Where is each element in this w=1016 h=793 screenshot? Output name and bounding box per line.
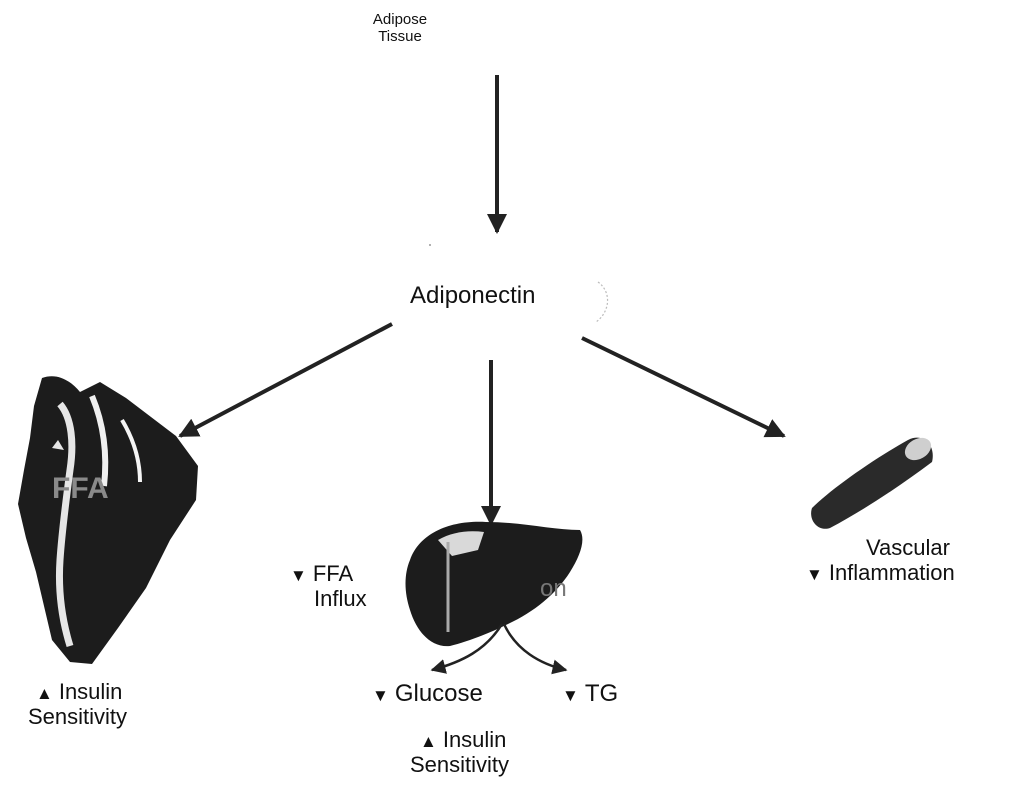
influx-text: Influx (314, 586, 367, 611)
muscle-insulin-sensitivity: ▲Insulin Sensitivity (36, 680, 127, 729)
adipose-tissue-label: Adipose Tissue (340, 12, 460, 46)
increase-arrow-icon: ▲ (36, 684, 53, 703)
liver-insulin-sensitivity: ▲Insulin Sensitivity (420, 728, 509, 777)
adipose-line2: Tissue (340, 29, 460, 46)
adiponectin-text: Adiponectin (410, 282, 535, 309)
increase-arrow-icon: ▲ (420, 732, 437, 751)
adiponectin-label: Adiponectin (410, 283, 535, 310)
arrow-liver-to-tg (504, 624, 566, 670)
glucose-label: ▼ Glucose (372, 681, 483, 708)
arrow-adiponectin-to-vessel (582, 338, 784, 436)
tg-label: ▼ TG (562, 681, 618, 708)
muscle-icon: FFA (18, 376, 198, 664)
muscle-insulin-text: Insulin (59, 679, 123, 704)
svg-text:FFA: FFA (52, 472, 109, 505)
decrease-arrow-icon: ▼ (372, 686, 389, 705)
tg-text: TG (585, 680, 618, 707)
adiponectin-outline (596, 282, 608, 322)
liver-sensitivity-text: Sensitivity (410, 752, 509, 777)
svg-text:on: on (540, 575, 567, 602)
liver-icon: on (406, 522, 583, 646)
decrease-arrow-icon: ▼ (562, 686, 579, 705)
vascular-text: Vascular (866, 535, 950, 560)
arrow-adiponectin-to-muscle (180, 324, 392, 436)
liver-insulin-text: Insulin (443, 727, 507, 752)
vascular-inflammation-label: Vascular ▼ Inflammation (806, 536, 955, 585)
ffa-text: FFA (313, 561, 353, 586)
blood-vessel-icon (811, 433, 935, 528)
adipose-line1: Adipose (340, 12, 460, 29)
adiponectin-dot (429, 244, 431, 246)
decrease-arrow-icon: ▼ (290, 566, 307, 585)
ffa-influx-label: ▼ FFA Influx (290, 562, 367, 611)
glucose-text: Glucose (395, 680, 483, 707)
decrease-arrow-icon: ▼ (806, 565, 823, 584)
muscle-sensitivity-text: Sensitivity (28, 704, 127, 729)
inflammation-text: Inflammation (829, 560, 955, 585)
